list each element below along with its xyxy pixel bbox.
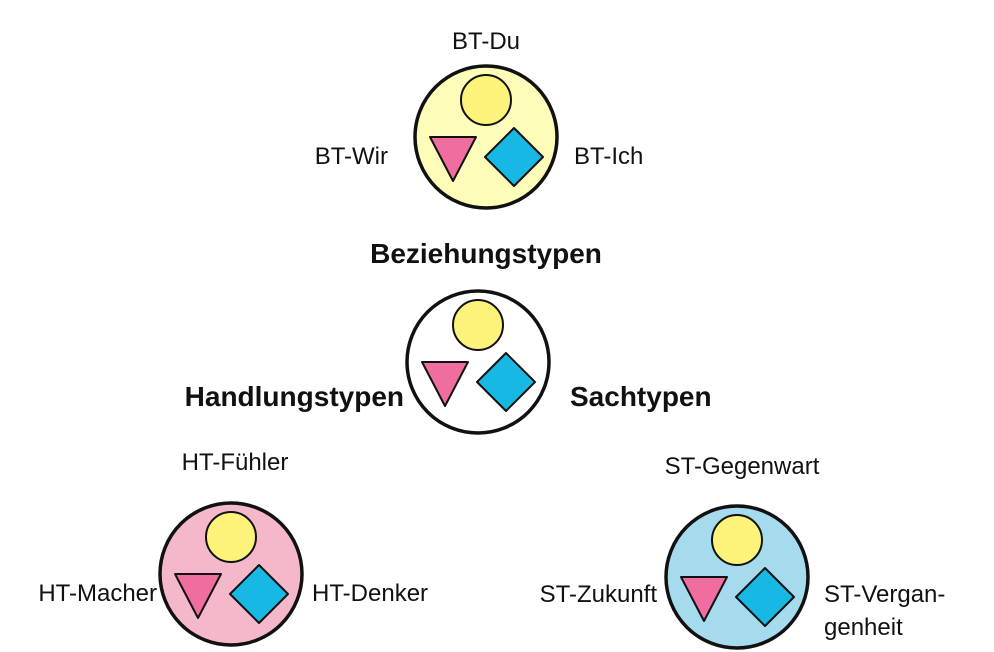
group-right [664,504,810,650]
triangle-shape-icon [174,573,222,619]
label-bt-ich: BT-Ich [574,143,644,170]
group-center [405,289,551,435]
circle-shape-icon [460,74,512,126]
group-top [413,64,559,210]
circle-shape-icon [711,514,763,566]
label-st-gegenwart: ST-Gegenwart [664,453,820,480]
label-st-vergangenheit-line1: ST-Vergan- [824,581,946,608]
label-ht-fuehler: HT-Fühler [181,449,289,476]
triangle-shape-icon [421,361,469,407]
heading-sachtypen: Sachtypen [570,381,712,412]
label-ht-macher: HT-Macher [38,580,157,607]
group-left [158,501,304,647]
diamond-shape-icon [229,564,289,624]
diamond-shape-icon [735,567,795,627]
circle-shape-icon [205,511,257,563]
diamond-shape-icon [476,352,536,412]
label-ht-denker: HT-Denker [312,580,429,607]
triangle-shape-icon [429,136,477,182]
label-bt-du: BT-Du [451,28,521,55]
triangle-shape-icon [680,576,728,622]
diamond-shape-icon [484,127,544,187]
heading-beziehungstypen: Beziehungstypen [370,238,602,269]
label-bt-wir: BT-Wir [314,143,388,170]
label-st-vergangenheit-line2: genheit [824,614,903,641]
heading-handlungstypen: Handlungstypen [184,381,404,412]
circle-shape-icon [452,299,504,351]
label-st-zukunft: ST-Zukunft [539,581,657,608]
